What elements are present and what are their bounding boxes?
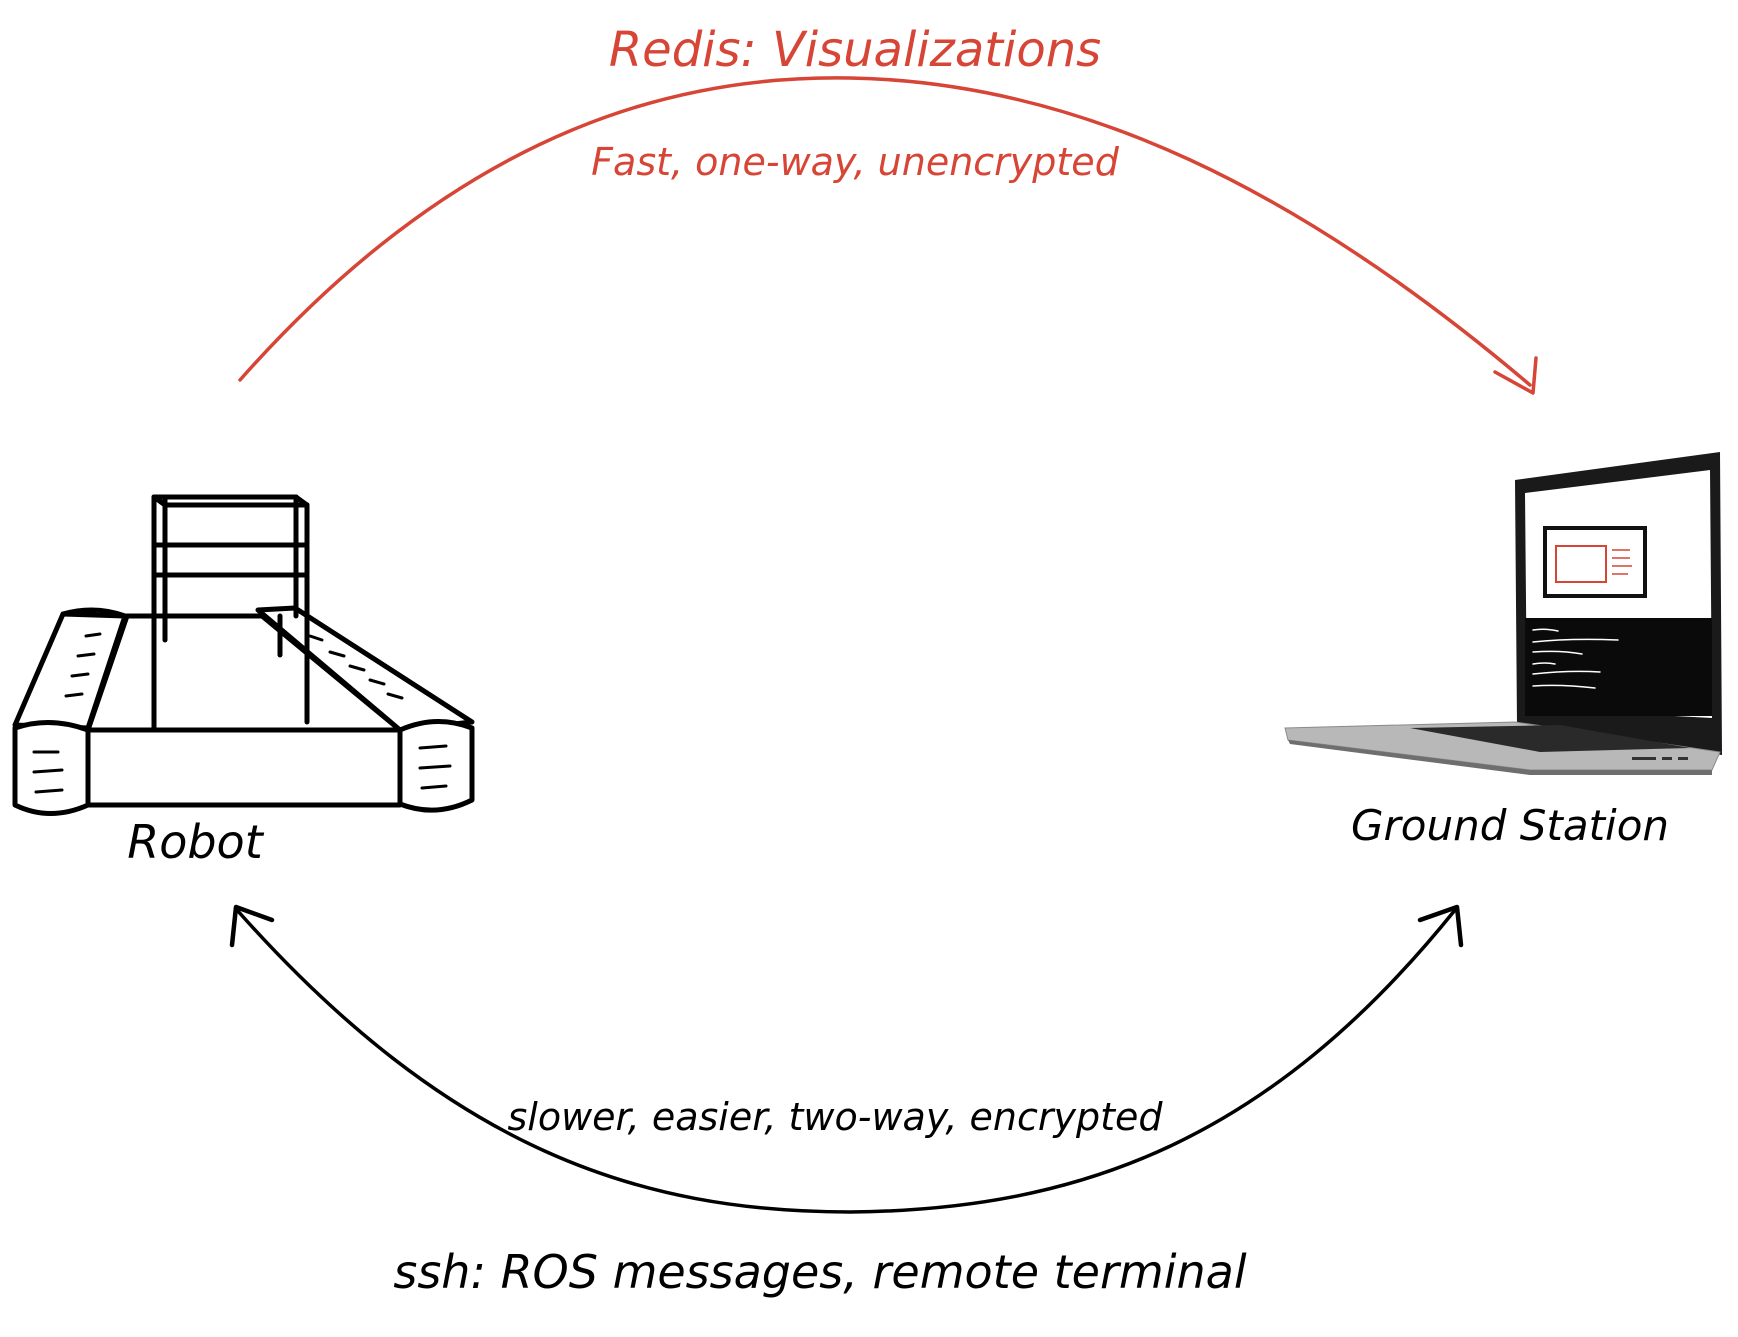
screen-terminal-lines (1532, 628, 1619, 689)
screen-window-text-lines (1612, 549, 1632, 575)
laptop-ports (1632, 757, 1688, 760)
robot-left-track-treads (32, 632, 102, 794)
robot-mast-frame (151, 494, 310, 733)
redis-link-title: Redis: Visualizations (609, 22, 1101, 78)
tracked-robot-icon (12, 494, 475, 816)
redis-arrowhead (1493, 356, 1538, 395)
robot-chassis-front (85, 727, 403, 808)
robot-right-track-treads (308, 634, 452, 790)
redis-link (238, 76, 1538, 395)
screen-window-image (1555, 545, 1607, 583)
redis-link-subtitle: Fast, one-way, unencrypted (591, 140, 1120, 184)
laptop-icon (1284, 452, 1722, 775)
robot-label: Robot (127, 815, 264, 869)
screen-terminal (1525, 618, 1712, 716)
robot-left-track-front (12, 719, 91, 816)
laptop-keyboard (1410, 725, 1690, 752)
ssh-arrowhead-left (229, 904, 275, 948)
ssh-link (229, 904, 1464, 1214)
laptop-base-edge (1288, 740, 1712, 775)
screen-window (1543, 526, 1647, 598)
ssh-arrow-curve (235, 908, 1457, 1214)
ssh-link-title: ssh: ROS messages, remote terminal (393, 1245, 1246, 1299)
ground-station-label: Ground Station (1351, 801, 1669, 850)
redis-arrow-curve (238, 76, 1532, 387)
ssh-arrowhead-right (1417, 904, 1464, 948)
ssh-link-subtitle: slower, easier, two-way, encrypted (507, 1095, 1163, 1139)
